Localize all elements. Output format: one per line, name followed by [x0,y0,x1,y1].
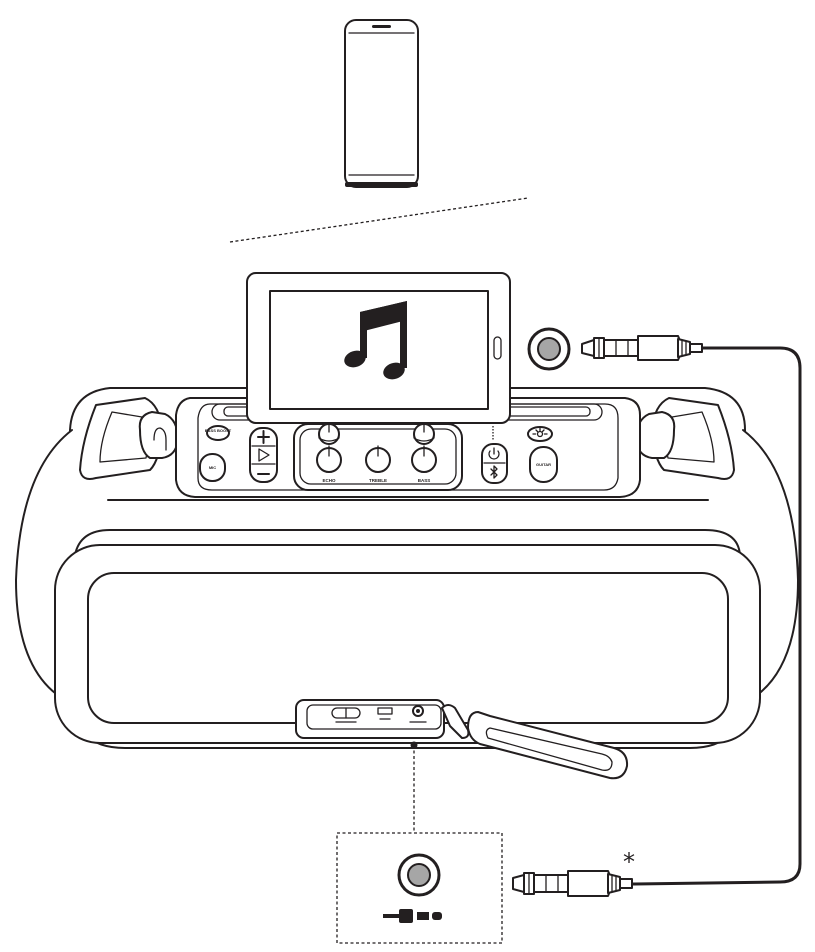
wireless-link-line [229,197,529,243]
volume-play-rocker[interactable] [249,427,278,483]
svg-text:BASS BOOST: BASS BOOST [205,428,232,433]
tablet [246,272,511,424]
aux-cable [512,335,802,897]
play-icon [258,448,270,462]
svg-text:MIC: MIC [209,465,216,470]
svg-text:TREBLE: TREBLE [369,478,387,483]
svg-text:GUITAR: GUITAR [536,462,551,467]
aux-in-port-icon [397,853,441,897]
power-bluetooth-rocker[interactable] [481,443,508,484]
aux-plug-icon [383,909,442,923]
smartphone [344,19,419,188]
aux-plug-top [581,335,703,361]
echo-knob[interactable]: ECHO [316,423,342,483]
guitar-button[interactable]: GUITAR [529,446,558,483]
footnote-asterisk: * [623,848,635,876]
aux-port-badge [527,327,571,371]
svg-text:ECHO: ECHO [322,478,336,483]
microphone-jack-icon [331,707,361,723]
light-show-icon [532,427,548,438]
mic-button[interactable]: MIC [199,453,226,482]
plus-icon [257,430,270,444]
port-flap [441,704,629,780]
control-panel: BASS BOOST MIC EC [199,423,558,491]
aux-callout-box [336,832,503,944]
bass-knob[interactable]: BASS [411,423,437,483]
speaker-body [15,387,799,749]
light-show-button[interactable] [527,426,553,442]
aux-plug-bottom [512,870,633,897]
bass-boost-button[interactable]: BASS BOOST [205,425,232,441]
bluetooth-icon [490,465,498,479]
music-note-icon [344,301,407,380]
port-panel [295,699,445,739]
usb-port [377,707,393,715]
svg-text:BASS: BASS [418,478,431,483]
treble-knob[interactable]: TREBLE [365,445,391,483]
power-icon [488,447,500,460]
